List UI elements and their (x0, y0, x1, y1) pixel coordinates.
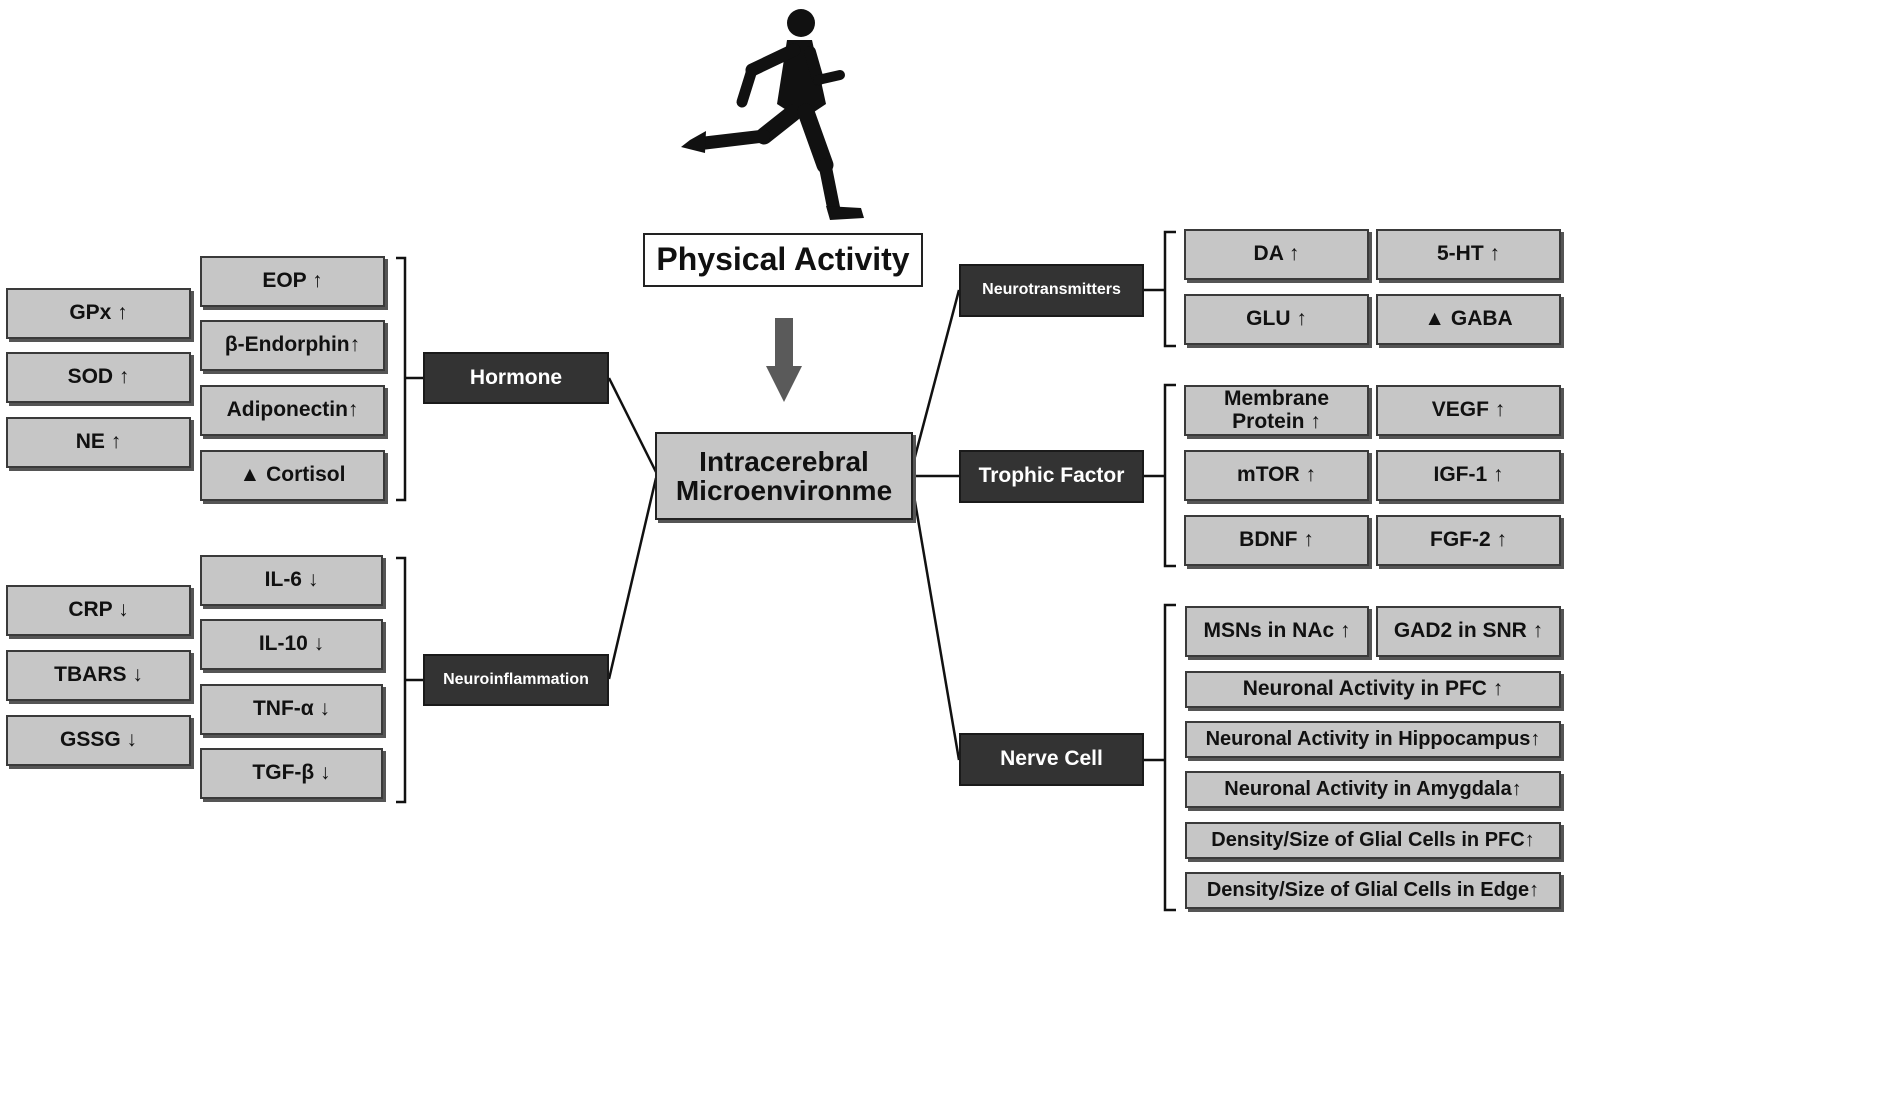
sod-box: SOD ↑ (6, 352, 191, 403)
igf1-box: IGF-1 ↑ (1376, 450, 1561, 501)
center-line-1: Intracerebral (699, 445, 869, 477)
tbars-box: TBARS ↓ (6, 650, 191, 701)
nerve-cell-node: Nerve Cell (959, 733, 1144, 786)
neuronal-activity-amygdala-box: Neuronal Activity in Amygdala↑ (1185, 771, 1561, 808)
il6-box: IL-6 ↓ (200, 555, 383, 606)
connector-lines (396, 230, 1176, 912)
down-arrow-icon (766, 318, 802, 402)
glial-cells-pfc-box: Density/Size of Glial Cells in PFC↑ (1185, 822, 1561, 859)
il10-box: IL-10 ↓ (200, 619, 383, 670)
neuroinflammation-node: Neuroinflammation (423, 654, 609, 706)
hormone-node: Hormone (423, 352, 609, 404)
msns-nac-box: MSNs in NAc ↑ (1185, 606, 1369, 657)
neuronal-activity-pfc-box: Neuronal Activity in PFC ↑ (1185, 671, 1561, 708)
cortisol-box: ▲ Cortisol (200, 450, 385, 501)
glu-box: GLU ↑ (1184, 294, 1369, 345)
vegf-box: VEGF ↑ (1376, 385, 1561, 436)
gpx-box: GPx ↑ (6, 288, 191, 339)
fgf2-box: FGF-2 ↑ (1376, 515, 1561, 566)
adiponectin-box: Adiponectin↑ (200, 385, 385, 436)
ne-box: NE ↑ (6, 417, 191, 468)
trophic-factor-node: Trophic Factor (959, 450, 1144, 503)
gssg-box: GSSG ↓ (6, 715, 191, 766)
neuronal-activity-hippocampus-box: Neuronal Activity in Hippocampus↑ (1185, 721, 1561, 758)
membrane-protein-box: Membrane Protein ↑ (1184, 385, 1369, 436)
diagram-canvas (396, 9, 1176, 912)
crp-box: CRP ↓ (6, 585, 191, 636)
physical-activity-node: Physical Activity (643, 233, 923, 287)
5ht-box: 5-HT ↑ (1376, 229, 1561, 280)
gad2-snr-box: GAD2 in SNR ↑ (1376, 606, 1561, 657)
beta-endorphin-box: β-Endorphin↑ (200, 320, 385, 371)
tnf-alpha-box: TNF-α ↓ (200, 684, 383, 735)
glial-cells-edge-box: Density/Size of Glial Cells in Edge↑ (1185, 872, 1561, 909)
eop-box: EOP ↑ (200, 256, 385, 307)
intracerebral-microenvironment-node: Intracerebral Microenvironme (655, 432, 913, 520)
center-line-2: Microenvironme (675, 475, 893, 506)
neurotransmitters-node: Neurotransmitters (959, 264, 1144, 317)
runner-icon (681, 9, 864, 220)
tgf-beta-box: TGF-β ↓ (200, 748, 383, 799)
bdnf-box: BDNF ↑ (1184, 515, 1369, 566)
mtor-box: mTOR ↑ (1184, 450, 1369, 501)
da-box: DA ↑ (1184, 229, 1369, 280)
gaba-box: ▲ GABA (1376, 294, 1561, 345)
